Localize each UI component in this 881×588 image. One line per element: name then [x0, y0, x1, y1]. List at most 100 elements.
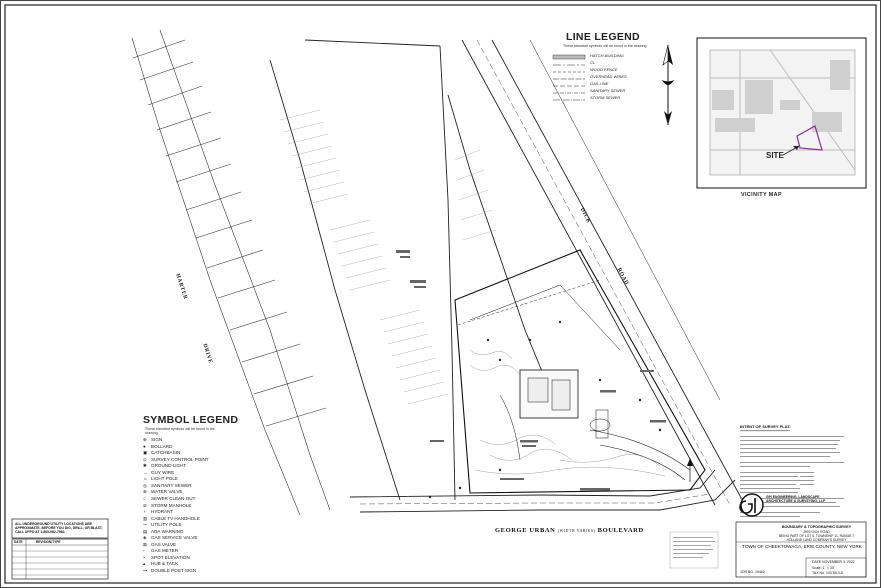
north-arrow-small: [687, 458, 693, 482]
symbol-legend-item: ⊚ STORM MANHOLE: [143, 503, 192, 509]
legend-symbol-label: SANITARY SEWER: [151, 482, 192, 488]
vicinity-map-frame: [696, 37, 867, 189]
symbol-legend-item: ◎SANITARY SEWER: [143, 483, 192, 489]
survey-town: TOWN OF CHEEKTOWAGA, ERIE COUNTY, NEW YO…: [742, 544, 862, 549]
intent-heading: INTENT OF SURVEY PLAT:: [740, 424, 791, 429]
line-legend-item: WOOD FENCE: [590, 67, 618, 72]
legend-symbol-label: LIGHT POLE: [151, 476, 178, 482]
street-george-urban-name: GEORGE URBAN: [495, 527, 556, 534]
north-arrow: [662, 44, 674, 125]
legend-symbol-label: CATCHBASIN: [151, 450, 181, 456]
symbol-legend-item: ▫ GAS METER: [143, 548, 178, 553]
symbol-legend-item: ✱ GROUND LIGHT: [143, 463, 186, 469]
legend-symbol-icon: ◎: [143, 482, 148, 488]
vicinity-map-site-label: SITE: [766, 151, 784, 160]
legend-symbol-label: SURVEY CONTROL POINT: [151, 456, 209, 462]
legend-symbol-label: ADA WARNING: [151, 528, 184, 534]
line-legend-title: LINE LEGEND: [566, 31, 640, 43]
symbol-legend-item: ☼LIGHT POLE: [143, 476, 178, 481]
legend-symbol-label: HYDRANT: [151, 509, 174, 515]
symbol-legend-item: ▤ADA WARNING: [143, 529, 184, 535]
survey-address: 2900 DICK ROAD: [803, 530, 830, 534]
symbol-legend-item: ▴ HUB & TACK: [143, 561, 178, 567]
line-legend-item: SANITARY SEWER: [590, 88, 626, 93]
legend-symbol-icon: ▥: [143, 515, 148, 521]
legend-symbol-icon: ×: [143, 554, 146, 560]
legend-symbol-icon: ⊙: [143, 456, 147, 462]
line-legend-item: CL: [590, 60, 596, 65]
symbol-legend-item: ⊶DOUBLE POST SIGN: [143, 568, 196, 574]
line-legend-samples: [552, 54, 586, 101]
legend-symbol-icon: ◈: [143, 535, 147, 541]
legend-symbol-icon: ○: [143, 495, 146, 501]
legend-symbol-label: WATER VALVE: [151, 489, 183, 495]
legend-symbol-icon: ☼: [143, 476, 148, 482]
legend-symbol-icon: ▤: [143, 528, 148, 534]
street-george-urban-width: (WIDTH VARIES): [557, 529, 596, 533]
legend-symbol-icon: →: [143, 469, 148, 475]
revision-table: [11, 518, 109, 580]
job-number: JOB NO. 19462: [740, 570, 765, 574]
symbol-legend-item: ○ SEWER CLEAN OUT: [143, 496, 195, 501]
line-legend-item: HATCH-BUILDING: [590, 53, 624, 58]
legend-symbol-icon: ▣: [143, 450, 148, 456]
symbol-legend-item: ◈ GAS SERVICE VALVE: [143, 535, 197, 541]
legend-symbol-label: DOUBLE POST SIGN: [151, 568, 197, 573]
legend-symbol-label: SIGN: [151, 437, 163, 442]
survey-location-1: BEING PART OF LOT 8, TOWNSHIP 11, RANGE …: [778, 534, 855, 538]
survey-title: BOUNDARY & TOPOGRAPHIC SURVEY: [781, 525, 852, 529]
symbol-legend-item: ● BOLLARD: [143, 444, 172, 449]
legend-symbol-label: GAS METER: [151, 548, 179, 554]
street-george-urban: GEORGE URBAN (WIDTH VARIES) BOULEVARD: [495, 527, 644, 534]
legend-symbol-icon: ⊶: [143, 568, 148, 573]
symbol-legend-item: ⊗ WATER VALVE: [143, 489, 182, 495]
george-urban-boulevard: [349, 469, 736, 513]
legend-symbol-label: HUB & TACK: [151, 561, 179, 567]
legend-symbol-label: CABLE TV HANDHOLE: [151, 515, 200, 521]
legend-symbol-icon: ⊕: [143, 437, 147, 442]
survey-scale: Scale: 1" = 30': [812, 566, 835, 570]
legend-symbol-icon: ⊗: [143, 489, 147, 495]
tax-number: TAX No. 103.65-3-8: [812, 571, 843, 575]
symbol-legend-item: ▣CATCHBASIN: [143, 450, 180, 456]
legend-symbol-label: GAS SERVICE VALVE: [151, 535, 198, 541]
symbol-legend-title: SYMBOL LEGEND: [143, 414, 239, 426]
legend-symbol-icon: ▴: [143, 561, 146, 567]
symbol-legend-item: × SPOT ELEVATION: [143, 555, 190, 560]
revision-header-date: DATE: [14, 540, 23, 544]
gpi-logo: [739, 493, 764, 517]
legend-symbol-icon: ●: [143, 443, 146, 449]
symbol-legend-item: ⊕ SIGN: [143, 437, 162, 443]
site-parcel: [454, 249, 706, 494]
legend-symbol-label: BOLLARD: [151, 443, 173, 449]
legend-symbol-icon: ▫: [143, 548, 145, 554]
legend-symbol-icon: ⊠: [143, 541, 147, 547]
legend-symbol-label: STORM MANHOLE: [151, 502, 192, 508]
line-legend-item: OVERHEAD WIRES: [590, 74, 627, 79]
legend-symbol-icon: ⊚: [143, 502, 147, 508]
legend-symbol-label: SEWER CLEAN OUT: [151, 495, 196, 501]
legend-symbol-label: UTILITY POLE: [151, 522, 182, 528]
legend-symbol-label: GAS VALVE: [151, 541, 177, 547]
legend-symbol-label: GROUND LIGHT: [151, 463, 187, 469]
symbol-legend-item: ▥CABLE TV HANDHOLE: [143, 516, 200, 522]
utility-note: ALL UNDERGROUND UTILITY LOCATIONS ARE AP…: [15, 522, 103, 534]
legend-symbol-label: SPOT ELEVATION: [151, 554, 190, 560]
street-george-urban-suffix: BOULEVARD: [597, 527, 644, 534]
line-legend-item: GAS LINE: [590, 81, 609, 86]
line-legend-subtitle: These standard symbols will be found in …: [563, 44, 648, 48]
revision-header-desc: REVISION/TYPE: [36, 540, 61, 544]
vicinity-map-title: VICINITY MAP: [741, 192, 782, 198]
title-block-frame: [735, 521, 867, 578]
symbol-legend-item: →GUY WIRE: [143, 470, 174, 475]
line-legend-item: STORM SEWER: [590, 95, 621, 100]
legend-symbol-icon: ✱: [143, 463, 147, 469]
symbol-legend-subtitle: These standard symbols will be found in …: [145, 427, 215, 436]
survey-date: DATE NOVEMBER 3, 2022: [812, 560, 855, 564]
symbol-legend-item: ⊙ SURVEY CONTROL POINT: [143, 457, 209, 463]
legend-symbol-icon: ⊸: [143, 522, 147, 528]
symbol-legend-item: ⊸ UTILITY POLE: [143, 522, 182, 528]
firm-name: GPI ENGINEERING, LANDSCAPE ARCHITECTURE …: [766, 495, 826, 503]
